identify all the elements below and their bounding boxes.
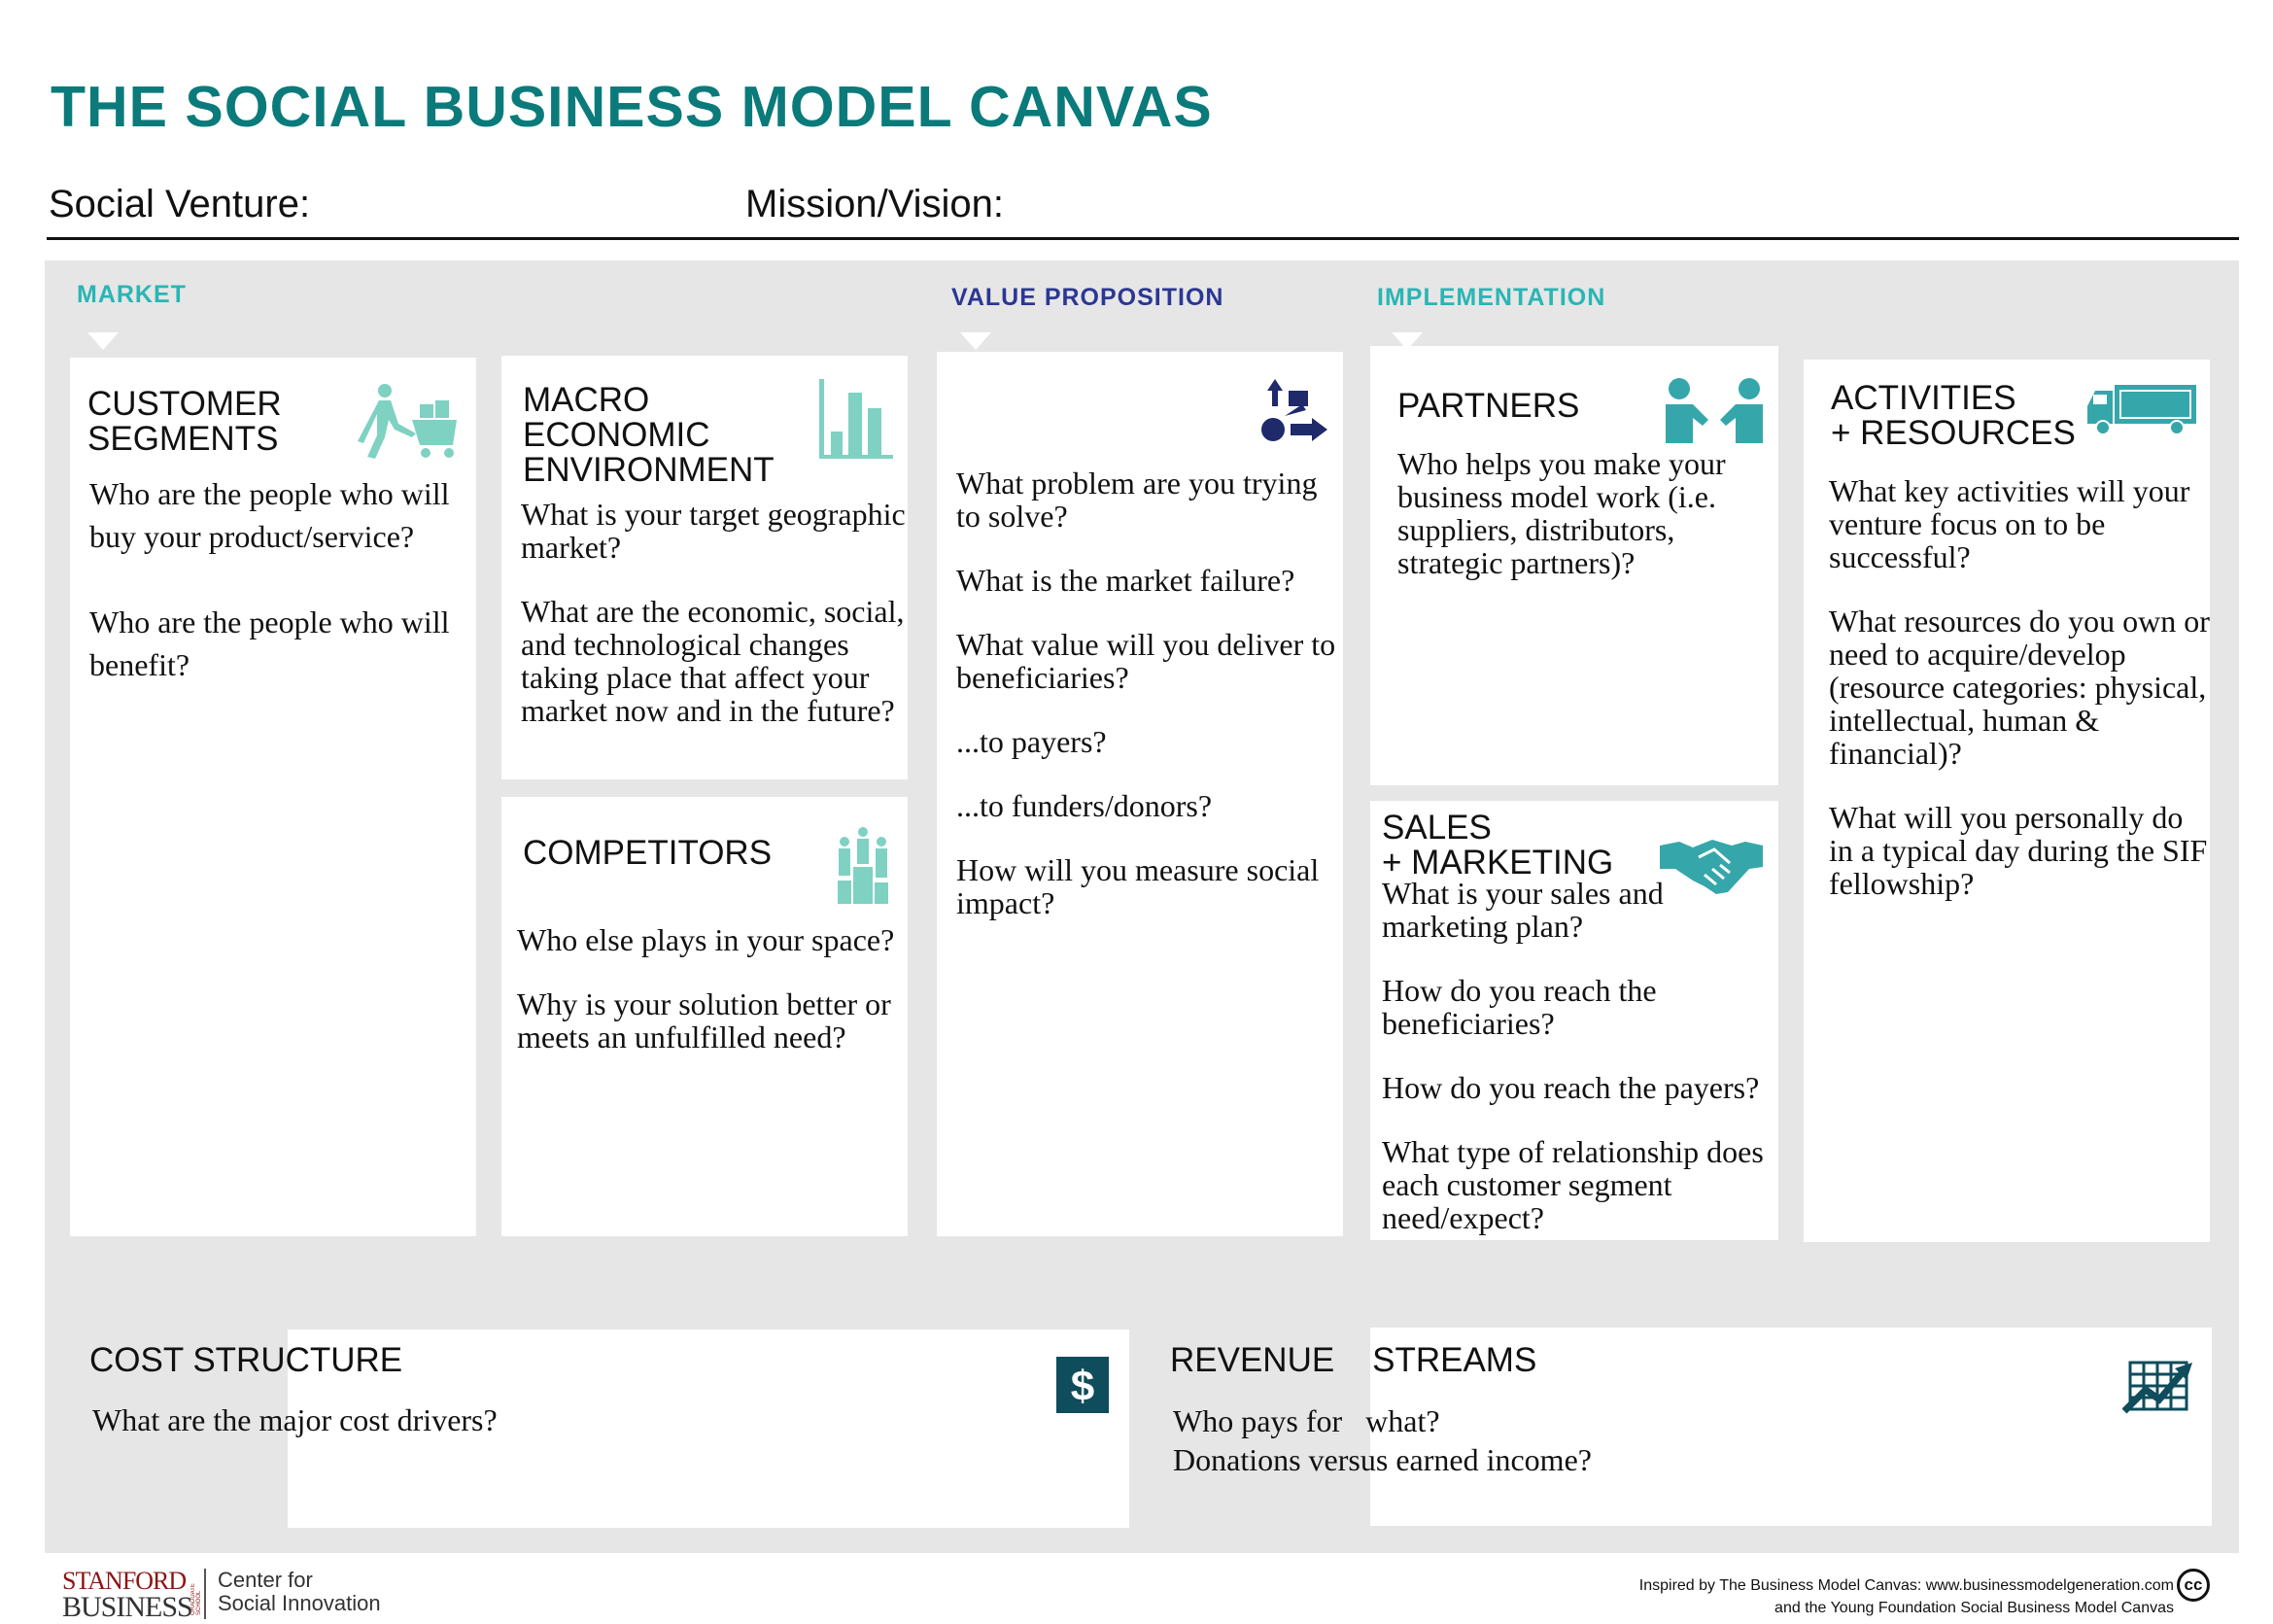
credit-line-1: Inspired by The Business Model Canvas: w… bbox=[1638, 1577, 2174, 1594]
sales-marketing-questions: What is your sales and marketing plan? H… bbox=[1382, 877, 1778, 1265]
creative-commons-icon: cc bbox=[2177, 1569, 2210, 1602]
question: What will you personally do in a typical… bbox=[1829, 800, 2208, 901]
revenue-streams-heading: REVENUE STREAMS bbox=[1170, 1341, 1537, 1379]
customer-segments-box[interactable]: CUSTOMER SEGMENTS Who are the people who… bbox=[70, 358, 476, 1236]
value-pointer bbox=[960, 332, 991, 350]
handshake-icon bbox=[1660, 840, 1763, 894]
cost-structure-box[interactable] bbox=[288, 1330, 1129, 1528]
partners-box[interactable]: PARTNERS Who helps you make your busines… bbox=[1370, 346, 1778, 785]
svg-text:$: $ bbox=[1071, 1363, 1094, 1410]
shopper-cart-icon bbox=[358, 384, 457, 459]
section-implementation: IMPLEMENTATION bbox=[1377, 284, 1606, 311]
center-for-text: Center for bbox=[218, 1568, 313, 1592]
macro-economic-questions: What is your target geographic market? W… bbox=[521, 498, 910, 758]
question: What type of relationship does each cust… bbox=[1382, 1134, 1764, 1235]
partners-icon bbox=[1666, 378, 1763, 443]
activities-resources-box[interactable]: ACTIVITIES + RESOURCES What key activiti… bbox=[1804, 360, 2210, 1242]
business-wordmark: BUSINESS bbox=[62, 1591, 193, 1623]
mission-vision-label: Mission/Vision: bbox=[745, 183, 1005, 225]
cost-structure-heading: COST STRUCTURE bbox=[89, 1341, 403, 1379]
activities-resources-questions: What key activities will your venture fo… bbox=[1829, 474, 2210, 931]
question: What are the economic, social, and techn… bbox=[521, 594, 905, 728]
graduate-school-text: GRADUATE SCHOOL bbox=[190, 1583, 202, 1615]
cost-structure-question: What are the major cost drivers? bbox=[92, 1402, 498, 1437]
value-proposition-questions: What problem are you trying to solve? Wh… bbox=[956, 466, 1345, 950]
activities-resources-heading: ACTIVITIES + RESOURCES bbox=[1831, 379, 2076, 452]
growth-chart-icon bbox=[2122, 1361, 2192, 1414]
question: What is the market failure? bbox=[956, 563, 1295, 598]
question: What resources do you own or need to acq… bbox=[1829, 604, 2210, 771]
sales-marketing-heading: SALES + MARKETING bbox=[1382, 809, 1614, 881]
question: Donations versus earned income? bbox=[1173, 1442, 1592, 1477]
section-value-proposition: VALUE PROPOSITION bbox=[951, 284, 1224, 311]
partners-heading: PARTNERS bbox=[1397, 387, 1580, 425]
competitors-box[interactable]: COMPETITORS Who else plays in your space… bbox=[501, 797, 908, 1236]
question: Who else plays in your space? bbox=[517, 922, 895, 957]
question: Who helps you make your business model w… bbox=[1397, 446, 1726, 580]
revenue-streams-box[interactable] bbox=[1370, 1328, 2212, 1526]
question: What problem are you trying to solve? bbox=[956, 466, 1318, 534]
question: How do you reach the beneficiaries? bbox=[1382, 973, 1657, 1041]
question: ...to payers? bbox=[956, 724, 1107, 759]
partners-questions: Who helps you make your business model w… bbox=[1397, 447, 1767, 610]
macro-economic-heading: MACRO ECONOMIC ENVIRONMENT bbox=[523, 381, 775, 489]
credit-text: Inspired by The Business Model Canvas: w… bbox=[1639, 1574, 2174, 1619]
header-divider bbox=[47, 237, 2239, 240]
social-innovation-text: Social Innovation bbox=[218, 1591, 381, 1615]
page-title: THE SOCIAL BUSINESS MODEL CANVAS bbox=[51, 75, 1213, 139]
question: Who are the people who will buy your pro… bbox=[89, 476, 450, 554]
macro-economic-box[interactable]: MACRO ECONOMIC ENVIRONMENT What is your … bbox=[501, 356, 908, 779]
question: What value will you deliver to beneficia… bbox=[956, 627, 1336, 695]
question: What is your sales and marketing plan? bbox=[1382, 876, 1664, 944]
problem-solving-icon bbox=[1261, 379, 1327, 441]
section-market: MARKET bbox=[77, 281, 187, 308]
bar-chart-icon bbox=[819, 379, 893, 459]
question: What key activities will your venture fo… bbox=[1829, 473, 2190, 574]
market-pointer bbox=[87, 332, 119, 350]
value-proposition-box[interactable]: What problem are you trying to solve? Wh… bbox=[937, 352, 1343, 1236]
credit-line-2: and the Young Foundation Social Business… bbox=[1774, 1600, 2174, 1616]
customer-segments-heading: CUSTOMER SEGMENTS bbox=[87, 385, 282, 458]
question: Who pays for what? bbox=[1173, 1403, 1440, 1438]
question: Who are the people who will benefit? bbox=[89, 605, 450, 682]
question: What is your target geographic market? bbox=[521, 497, 906, 565]
competitors-heading: COMPETITORS bbox=[523, 834, 773, 872]
question: How do you reach the payers? bbox=[1382, 1070, 1760, 1105]
stanford-wordmark: STANFORD bbox=[62, 1567, 187, 1595]
question: ...to funders/donors? bbox=[956, 788, 1213, 823]
truck-icon bbox=[2087, 385, 2196, 435]
dollar-icon: $ bbox=[1056, 1357, 1109, 1413]
implementation-pointer bbox=[1392, 332, 1423, 350]
social-venture-label: Social Venture: bbox=[49, 183, 311, 225]
question: Why is your solution better or meets an … bbox=[517, 986, 891, 1054]
revenue-streams-questions: Who pays for what? Donations versus earn… bbox=[1173, 1401, 1853, 1479]
competitors-questions: Who else plays in your space? Why is you… bbox=[517, 923, 906, 1085]
podium-icon bbox=[838, 827, 888, 904]
sales-marketing-box[interactable]: SALES + MARKETING What is your sales and… bbox=[1370, 801, 1778, 1240]
customer-segments-questions: Who are the people who will buy your pro… bbox=[89, 472, 468, 717]
question: How will you measure social impact? bbox=[956, 852, 1320, 920]
logo-divider bbox=[204, 1569, 206, 1619]
